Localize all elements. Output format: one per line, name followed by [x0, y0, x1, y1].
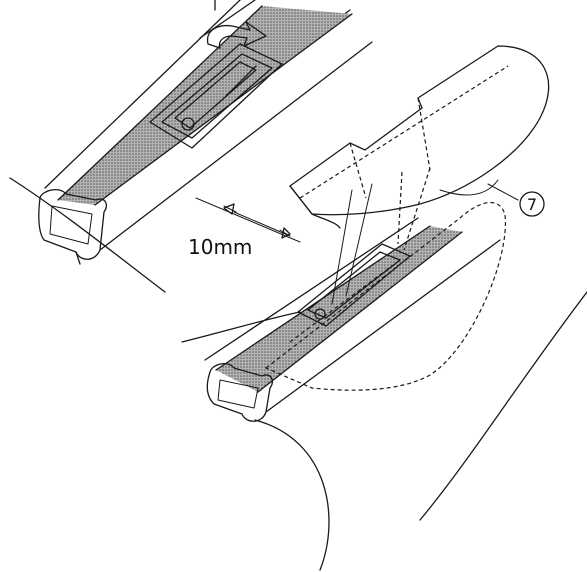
rotate-arrow-icon — [206, 21, 267, 49]
dimension-label: 10mm — [188, 235, 252, 259]
top-rail-channel — [58, 6, 352, 205]
dimension-10mm: 10mm — [188, 197, 301, 259]
rail-cover-part — [289, 45, 550, 305]
bottom-roof-rail — [181, 201, 587, 571]
part-number-circle — [519, 191, 545, 217]
top-roof-rail — [9, 0, 373, 293]
bottom-rail-channel — [216, 226, 462, 392]
part-callout: 7 — [487, 183, 545, 217]
part-number: 7 — [527, 195, 537, 214]
top-latch-bracket — [149, 43, 283, 149]
